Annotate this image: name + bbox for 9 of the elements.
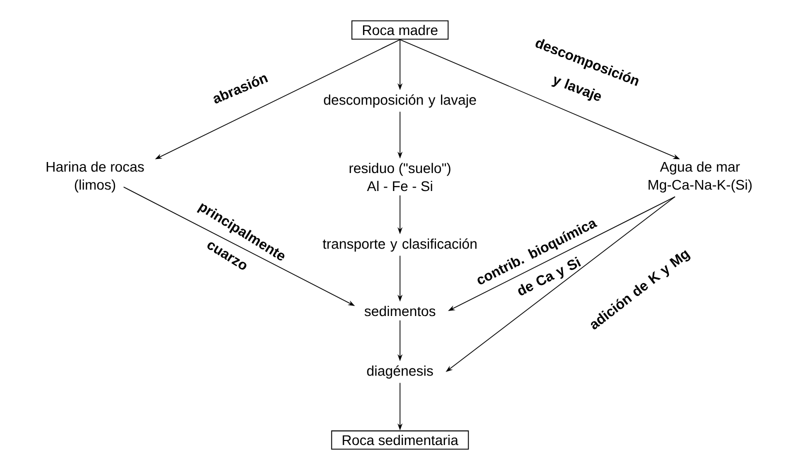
process-box: Roca sedimentaria (331, 430, 469, 450)
step-text: transporte y clasificación (322, 238, 476, 252)
step-text: diagénesis (367, 365, 433, 379)
step-text: Harina de rocas (limos) (46, 161, 144, 193)
process-box: Roca madre (351, 20, 449, 40)
step-text: descomposición y lavaje (324, 94, 476, 108)
step-text: residuo ("suelo") Al - Fe - Si (350, 162, 450, 192)
step-text: Agua de mar Mg-Ca-Na-K-(Si) (648, 161, 752, 193)
step-text: sedimentos (364, 306, 436, 316)
